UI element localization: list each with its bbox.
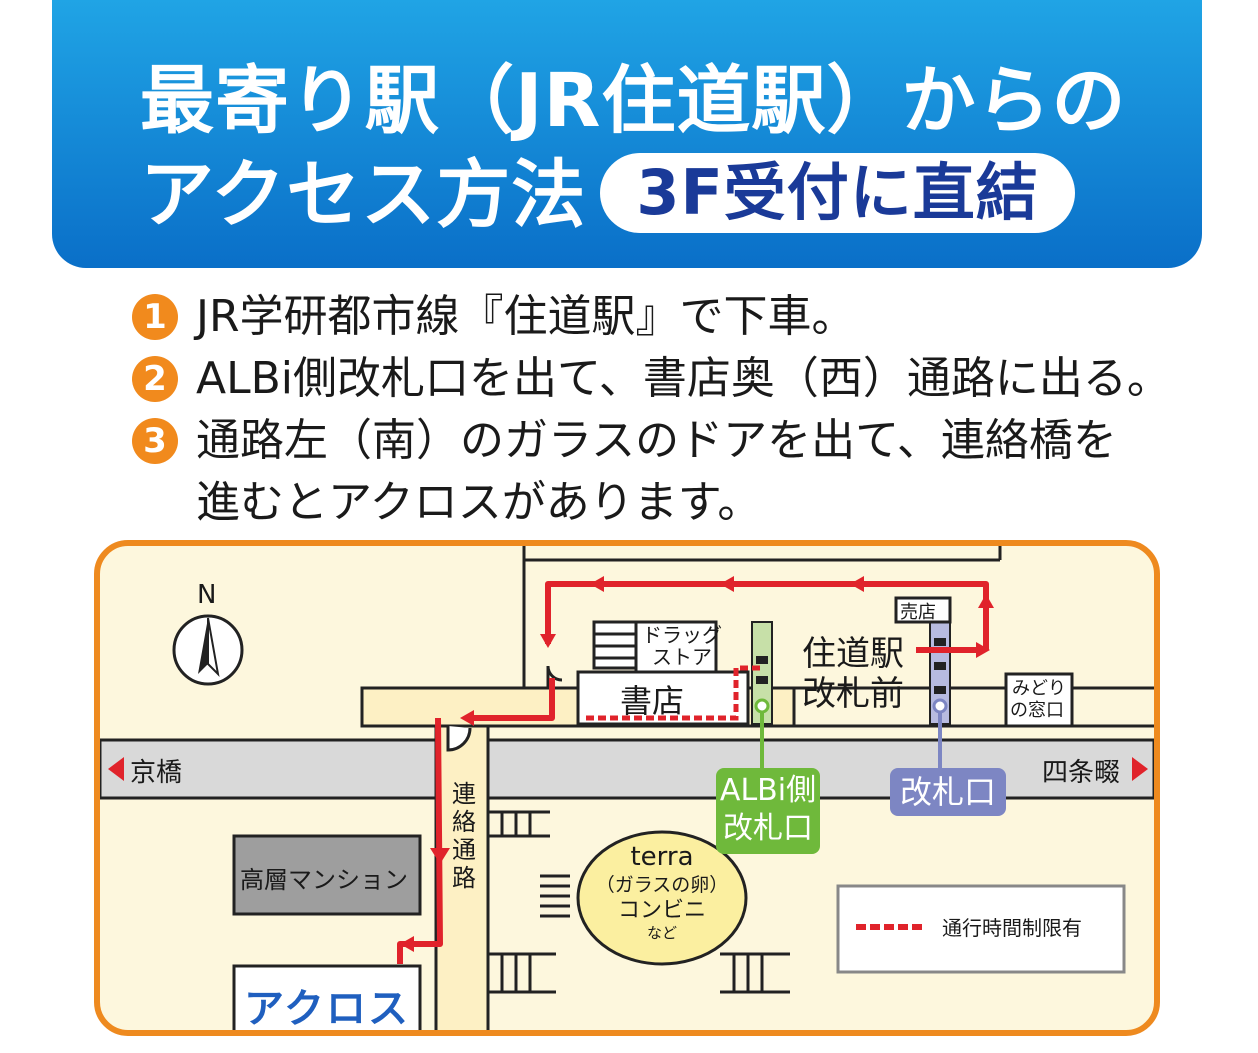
gate-callout: 改札口 <box>890 768 1006 816</box>
step-number-3: 3 <box>132 418 178 464</box>
step-number-2: 2 <box>132 356 178 402</box>
mansion-label: 高層マンション <box>240 866 408 894</box>
terra-label-4: など <box>646 924 677 942</box>
across-logo: アクロス <box>244 986 410 1032</box>
connecting-bridge <box>434 724 490 1030</box>
mansion-block <box>232 834 422 916</box>
terra-label-2: （ガラスの卵） <box>595 874 729 896</box>
bridge-label: 連 絡 通 路 <box>452 780 476 892</box>
drugstore-label-1: ドラッグ <box>642 623 722 647</box>
arrow-left-icon <box>108 757 124 781</box>
step-text-1: JR学研都市線『住道駅』で下車。 <box>196 291 856 342</box>
kyobashi-label: 京橋 <box>130 758 183 788</box>
step-text-2: ALBi側改札口を出て、書店奥（西）通路に出る。 <box>196 353 1171 404</box>
bridge-char-2: 絡 <box>452 808 476 836</box>
terra-label: terra （ガラスの卵） コンビニ など <box>578 842 746 942</box>
restricted-path <box>584 665 760 721</box>
midori-label-2: の窓口 <box>1010 700 1064 721</box>
step-3: 3 通路左（南）のガラスのドアを出て、連絡橋を進むとアクロスがあります。 <box>132 410 1242 534</box>
step-text-3: 通路左（南）のガラスのドアを出て、連絡橋を進むとアクロスがあります。 <box>196 415 1117 528</box>
access-map: N ドラッグ ストア 売店 書店 住道駅 改札前 みどり の窓口 京橋 四条畷 … <box>94 540 1160 1036</box>
bridge-char-1: 連 <box>452 780 476 808</box>
page-title-line2-text: アクセス方法 <box>140 152 587 238</box>
step-1: 1 JR学研都市線『住道駅』で下車。 <box>132 286 1242 348</box>
kiosk-label: 売店 <box>900 602 936 623</box>
map-graphics <box>100 546 1154 1030</box>
midori-window-block <box>1004 672 1074 728</box>
bookstore-label: 書店 <box>620 682 685 720</box>
bridge-char-4: 路 <box>452 864 476 892</box>
page-title-line1: 最寄り駅（JR住道駅）からの <box>140 58 1127 144</box>
drugstore-block <box>634 620 718 674</box>
station-label-2: 改札前 <box>802 674 904 714</box>
direct-connection-badge: 3F受付に直結 <box>600 153 1075 234</box>
stairs-icon <box>592 620 638 670</box>
legend-label: 通行時間制限有 <box>942 916 1082 940</box>
midori-label-1: みどり <box>1012 678 1066 699</box>
kiosk-block <box>894 596 952 624</box>
access-steps: 1 JR学研都市線『住道駅』で下車。 2 ALBi側改札口を出て、書店奥（西）通… <box>132 286 1242 534</box>
across-block <box>232 964 422 1030</box>
bridge-char-3: 通 <box>452 836 476 864</box>
route-path <box>397 581 989 964</box>
arrow-right-icon <box>1132 757 1148 781</box>
shijonawate-label: 四条畷 <box>1042 758 1121 788</box>
albi-gate-label-1: ALBi側 <box>719 773 817 808</box>
compass-label: N <box>197 580 217 610</box>
terra-building <box>576 830 748 966</box>
step-number-1: 1 <box>132 294 178 340</box>
albi-gate-callout: ALBi側 改札口 <box>716 768 820 854</box>
bookstore-block <box>576 670 750 726</box>
terra-label-3: コンビニ <box>617 898 706 923</box>
terra-label-1: terra <box>630 842 694 872</box>
compass-icon <box>172 614 244 686</box>
drugstore-label-2: ストア <box>652 645 712 669</box>
step-2: 2 ALBi側改札口を出て、書店奥（西）通路に出る。 <box>132 348 1242 410</box>
station-label-1: 住道駅 <box>802 634 904 674</box>
albi-gate-label-2: 改札口 <box>723 811 813 846</box>
